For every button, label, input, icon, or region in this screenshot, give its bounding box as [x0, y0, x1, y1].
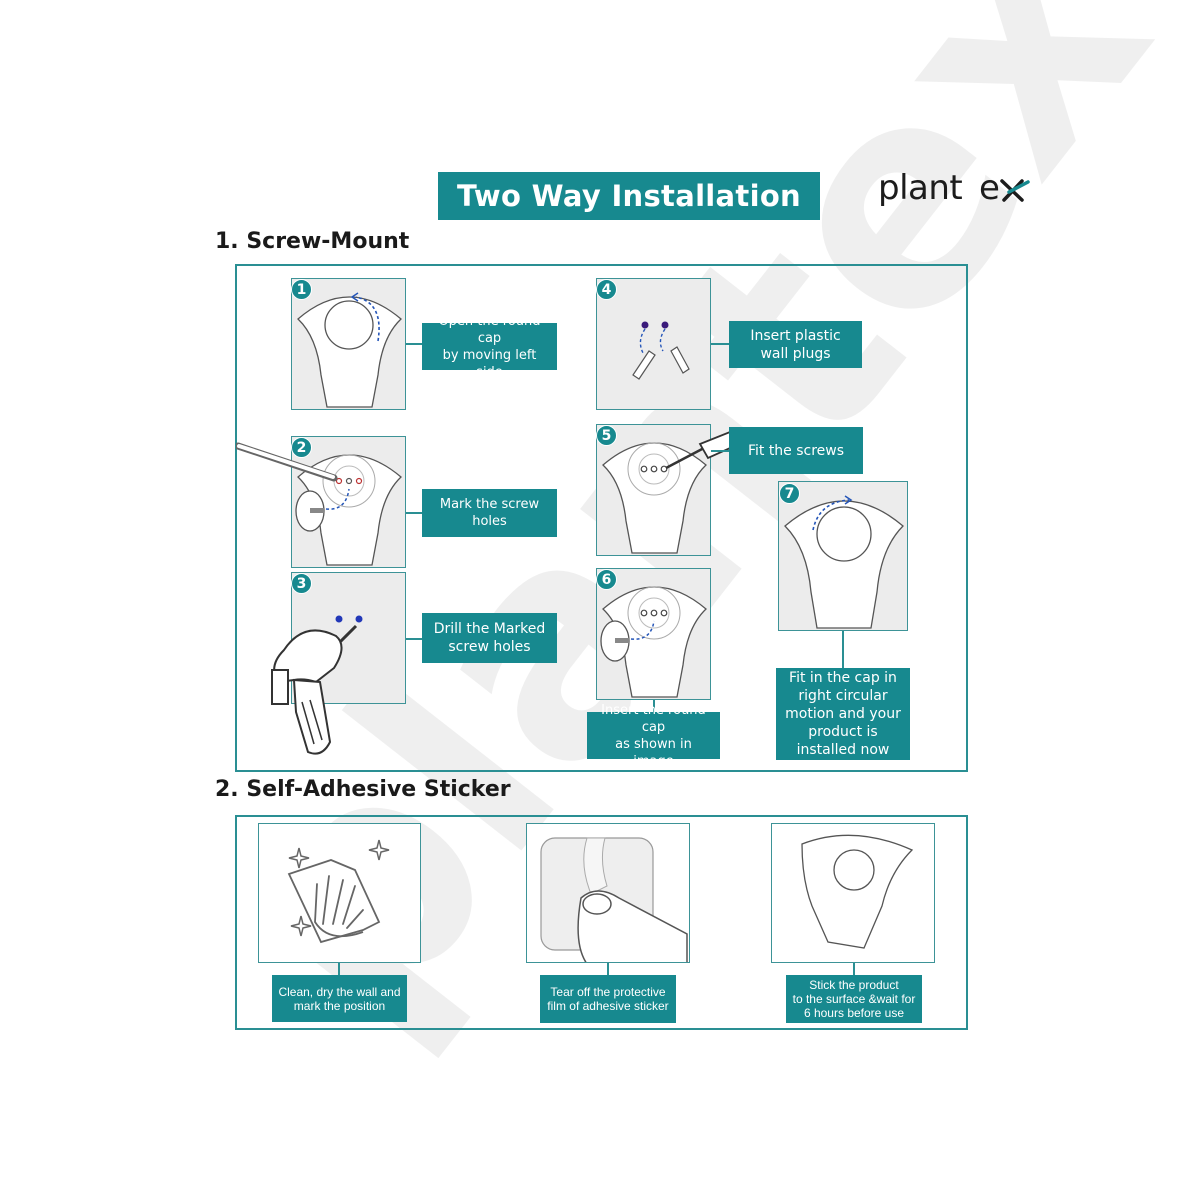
screw-mount-frame [235, 264, 968, 772]
self-adhesive-frame [235, 815, 968, 1030]
step-6-label: Insert the round cap as shown in image [587, 703, 720, 769]
tear-film-label: Tear off the protective film of adhesive… [540, 975, 676, 1023]
step-4-badge: 4 [596, 279, 617, 300]
stick-product-label: Stick the product to the surface &wait f… [786, 975, 922, 1023]
tear-film-image [526, 823, 690, 963]
step-7-label: Fit in the cap in right circular motion … [776, 668, 910, 760]
step-2-connector [406, 512, 422, 514]
step-4-image [596, 278, 711, 410]
step-7-connector [842, 631, 844, 668]
step-2-label: Mark the screw holes [422, 489, 557, 537]
step-7-badge: 7 [779, 483, 800, 504]
step-4-label: Insert plastic wall plugs [729, 321, 862, 368]
svg-text:plant: plant [878, 168, 962, 208]
step-5-badge: 5 [596, 425, 617, 446]
tear-film-connector [607, 963, 609, 975]
marker-pen-icon [236, 442, 338, 482]
screw-mount-heading: 1. Screw-Mount [215, 229, 410, 254]
svg-text:e: e [979, 168, 1000, 208]
step-6-connector [653, 700, 655, 712]
step-2-image [291, 436, 406, 568]
step-3-label: Drill the Marked screw holes [422, 613, 557, 663]
title-banner: Two Way Installation [438, 172, 820, 220]
step-3-badge: 3 [291, 573, 312, 594]
step-1-connector [406, 343, 422, 345]
clean-wall-connector [338, 963, 340, 975]
step-4-connector [711, 343, 729, 345]
step-7-image [778, 481, 908, 631]
step-1-label: Open the round cap by moving left side [422, 314, 557, 380]
step-2-badge: 2 [291, 437, 312, 458]
step-6-image [596, 568, 711, 700]
clean-wall-image [258, 823, 421, 963]
clean-wall-label: Clean, dry the wall and mark the positio… [272, 975, 407, 1022]
step-1-image [291, 278, 406, 410]
step-1-badge: 1 [291, 279, 312, 300]
step-6-badge: 6 [596, 569, 617, 590]
stick-product-connector [853, 963, 855, 975]
power-drill-icon [271, 624, 358, 755]
self-adhesive-heading: 2. Self-Adhesive Sticker [215, 777, 511, 802]
step-3-connector [406, 638, 422, 640]
step-5-image [596, 424, 711, 556]
stick-product-image [771, 823, 935, 963]
plantex-logo: plant e [876, 164, 1036, 212]
step-5-label: Fit the screws [729, 427, 863, 474]
step-5-connector [711, 450, 729, 452]
